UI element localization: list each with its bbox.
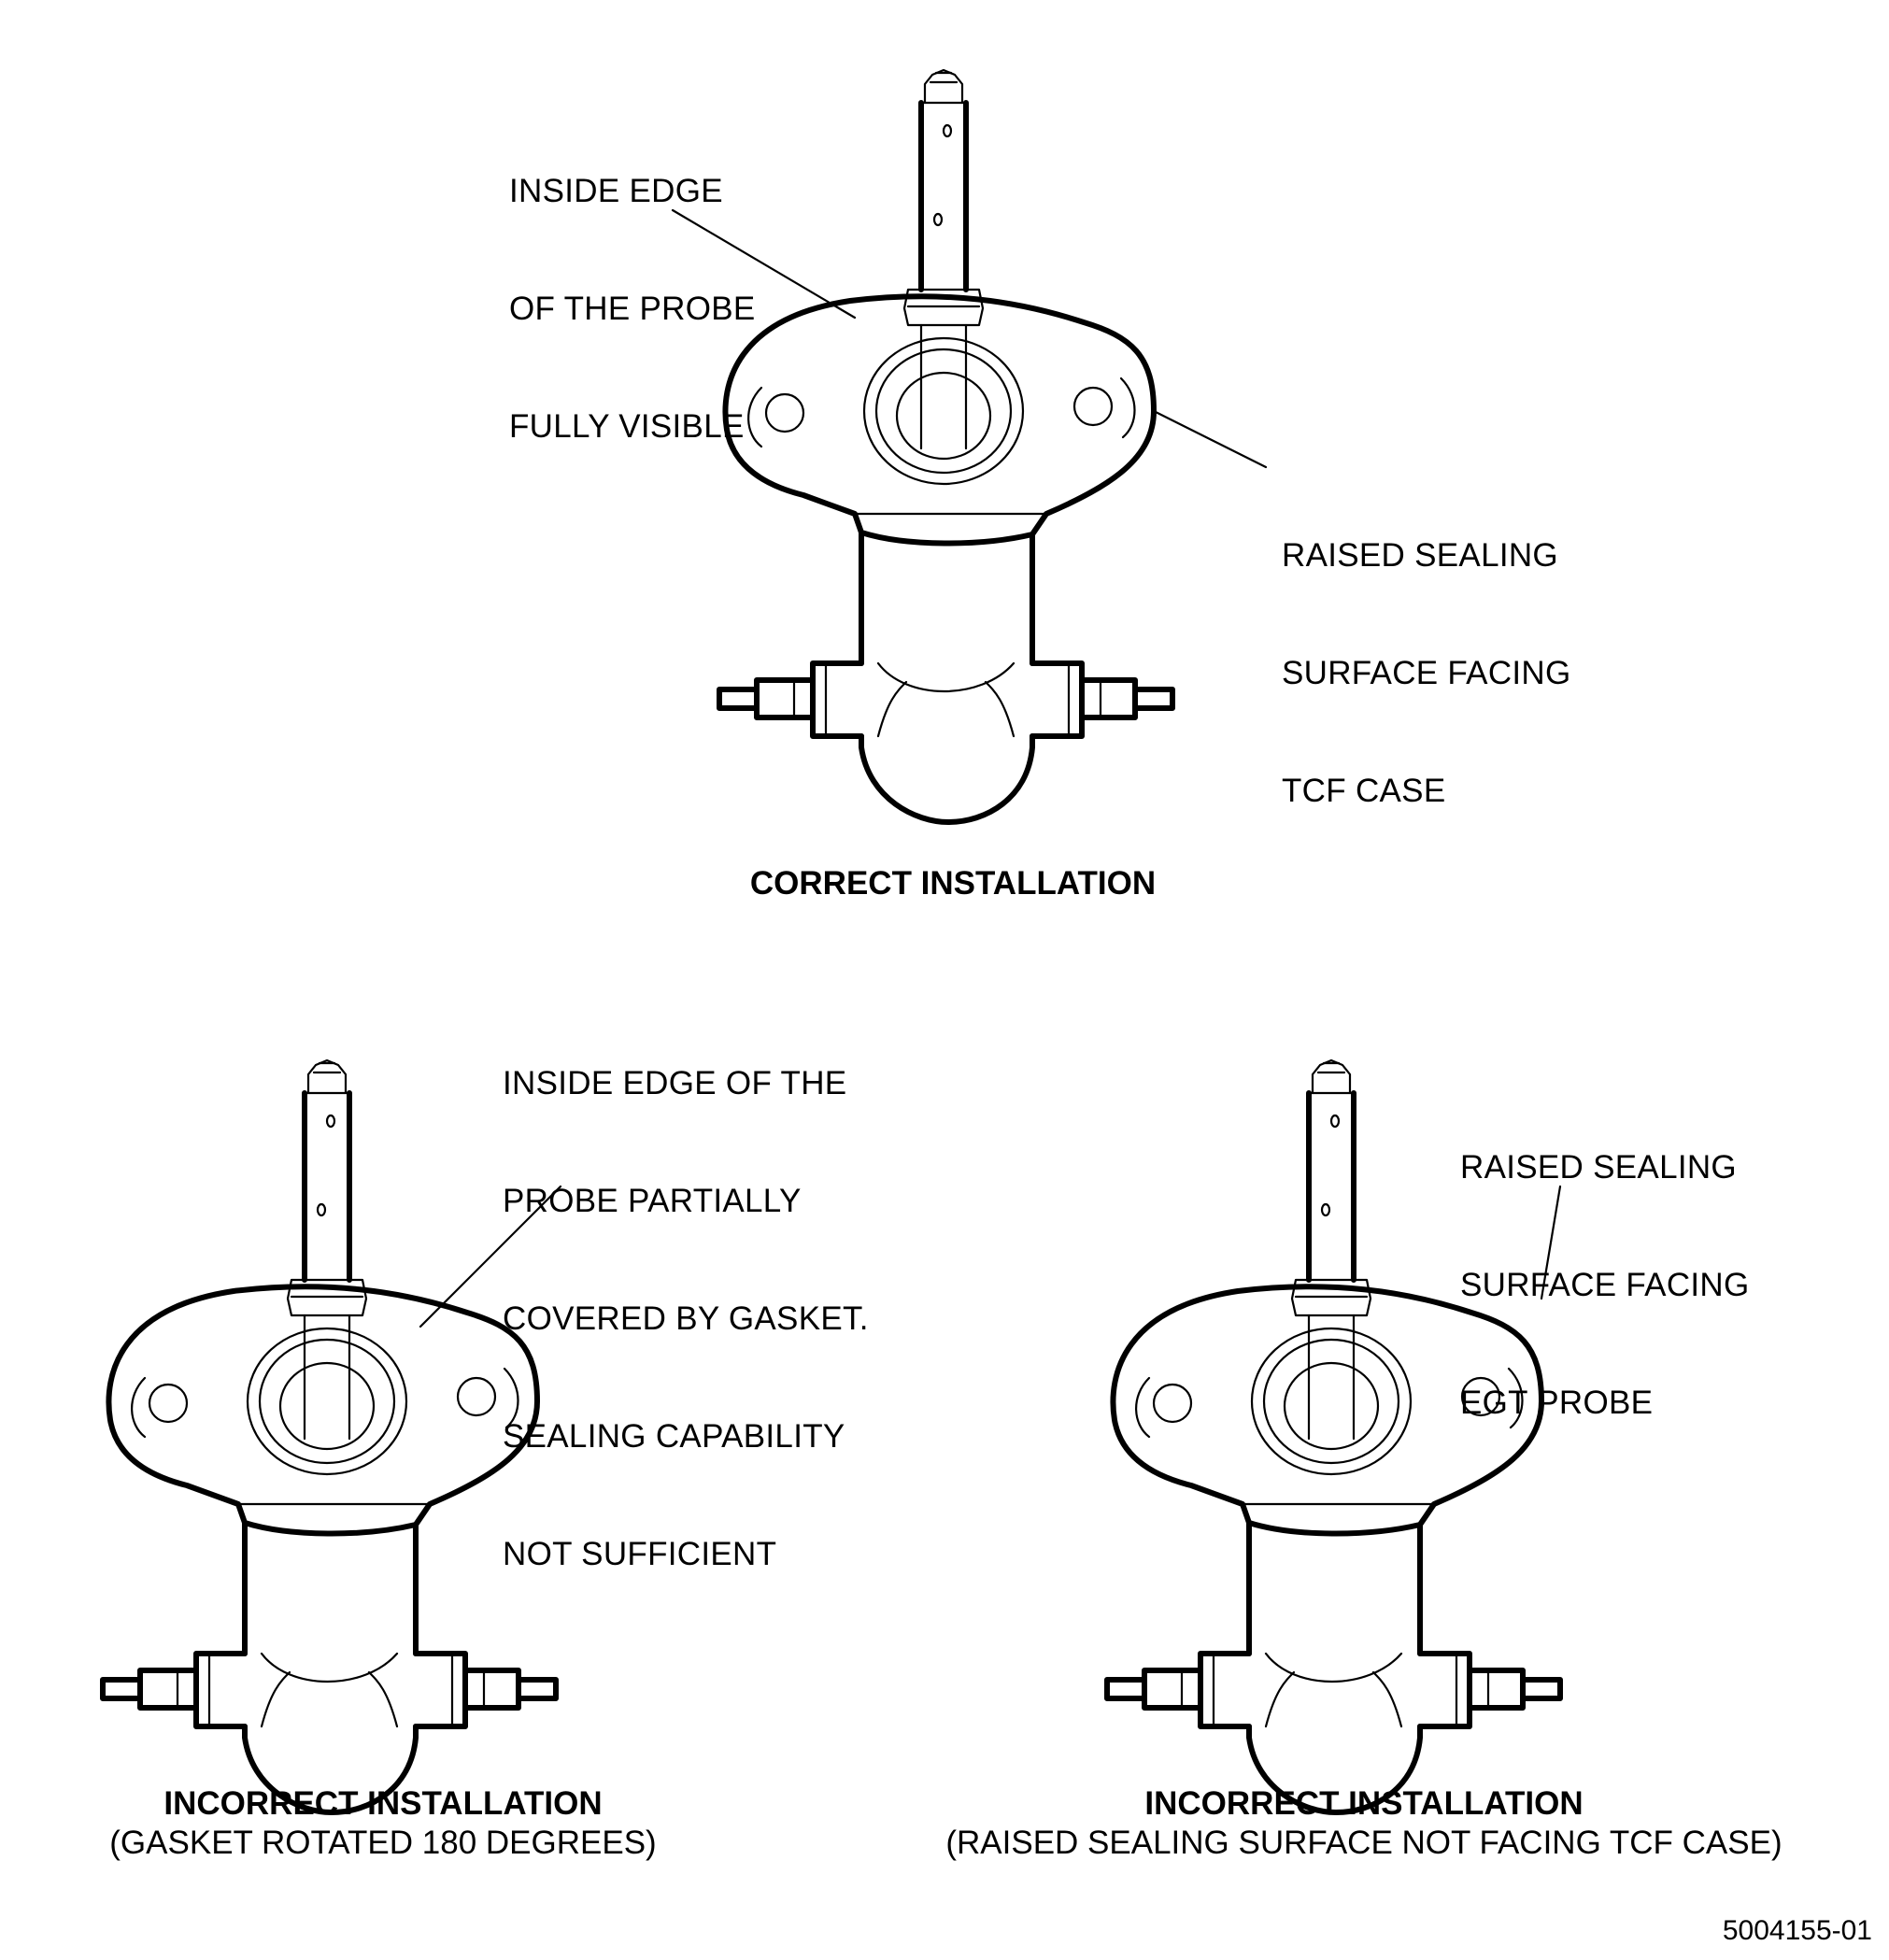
caption-subtitle: (RAISED SEALING SURFACE NOT FACING TCF C… [945, 1825, 1782, 1861]
leader-inside-edge-visible [671, 208, 857, 320]
leader-raised-surface-egt [1540, 1185, 1562, 1300]
caption-raised-surface: INCORRECT INSTALLATION (RAISED SEALING S… [897, 1784, 1831, 1863]
caption-title: CORRECT INSTALLATION [749, 865, 1157, 902]
caption-gasket-rotated: INCORRECT INSTALLATION (GASKET ROTATED 1… [56, 1784, 710, 1863]
callout-inside-edge-visible: INSIDE EDGE OF THE PROBE FULLY VISIBLE [509, 173, 756, 445]
caption-correct: CORRECT INSTALLATION [673, 864, 1233, 903]
callout-partially-covered: INSIDE EDGE OF THE PROBE PARTIALLY COVER… [503, 1065, 869, 1572]
probe-gasket-rotated [103, 1060, 556, 1812]
leader-partially-covered [419, 1185, 562, 1328]
callout-raised-surface-egt: RAISED SEALING SURFACE FACING EGT PROBE [1460, 1149, 1750, 1421]
caption-title: INCORRECT INSTALLATION [163, 1785, 603, 1822]
caption-subtitle: (GASKET ROTATED 180 DEGREES) [109, 1825, 657, 1861]
figure-id: 5004155-01 [1722, 1915, 1872, 1946]
leader-raised-surface-tcf [1152, 409, 1268, 469]
callout-raised-surface-tcf: RAISED SEALING SURFACE FACING TCF CASE [1282, 537, 1571, 809]
probe-correct-installation [719, 70, 1172, 822]
caption-title: INCORRECT INSTALLATION [1144, 1785, 1584, 1822]
